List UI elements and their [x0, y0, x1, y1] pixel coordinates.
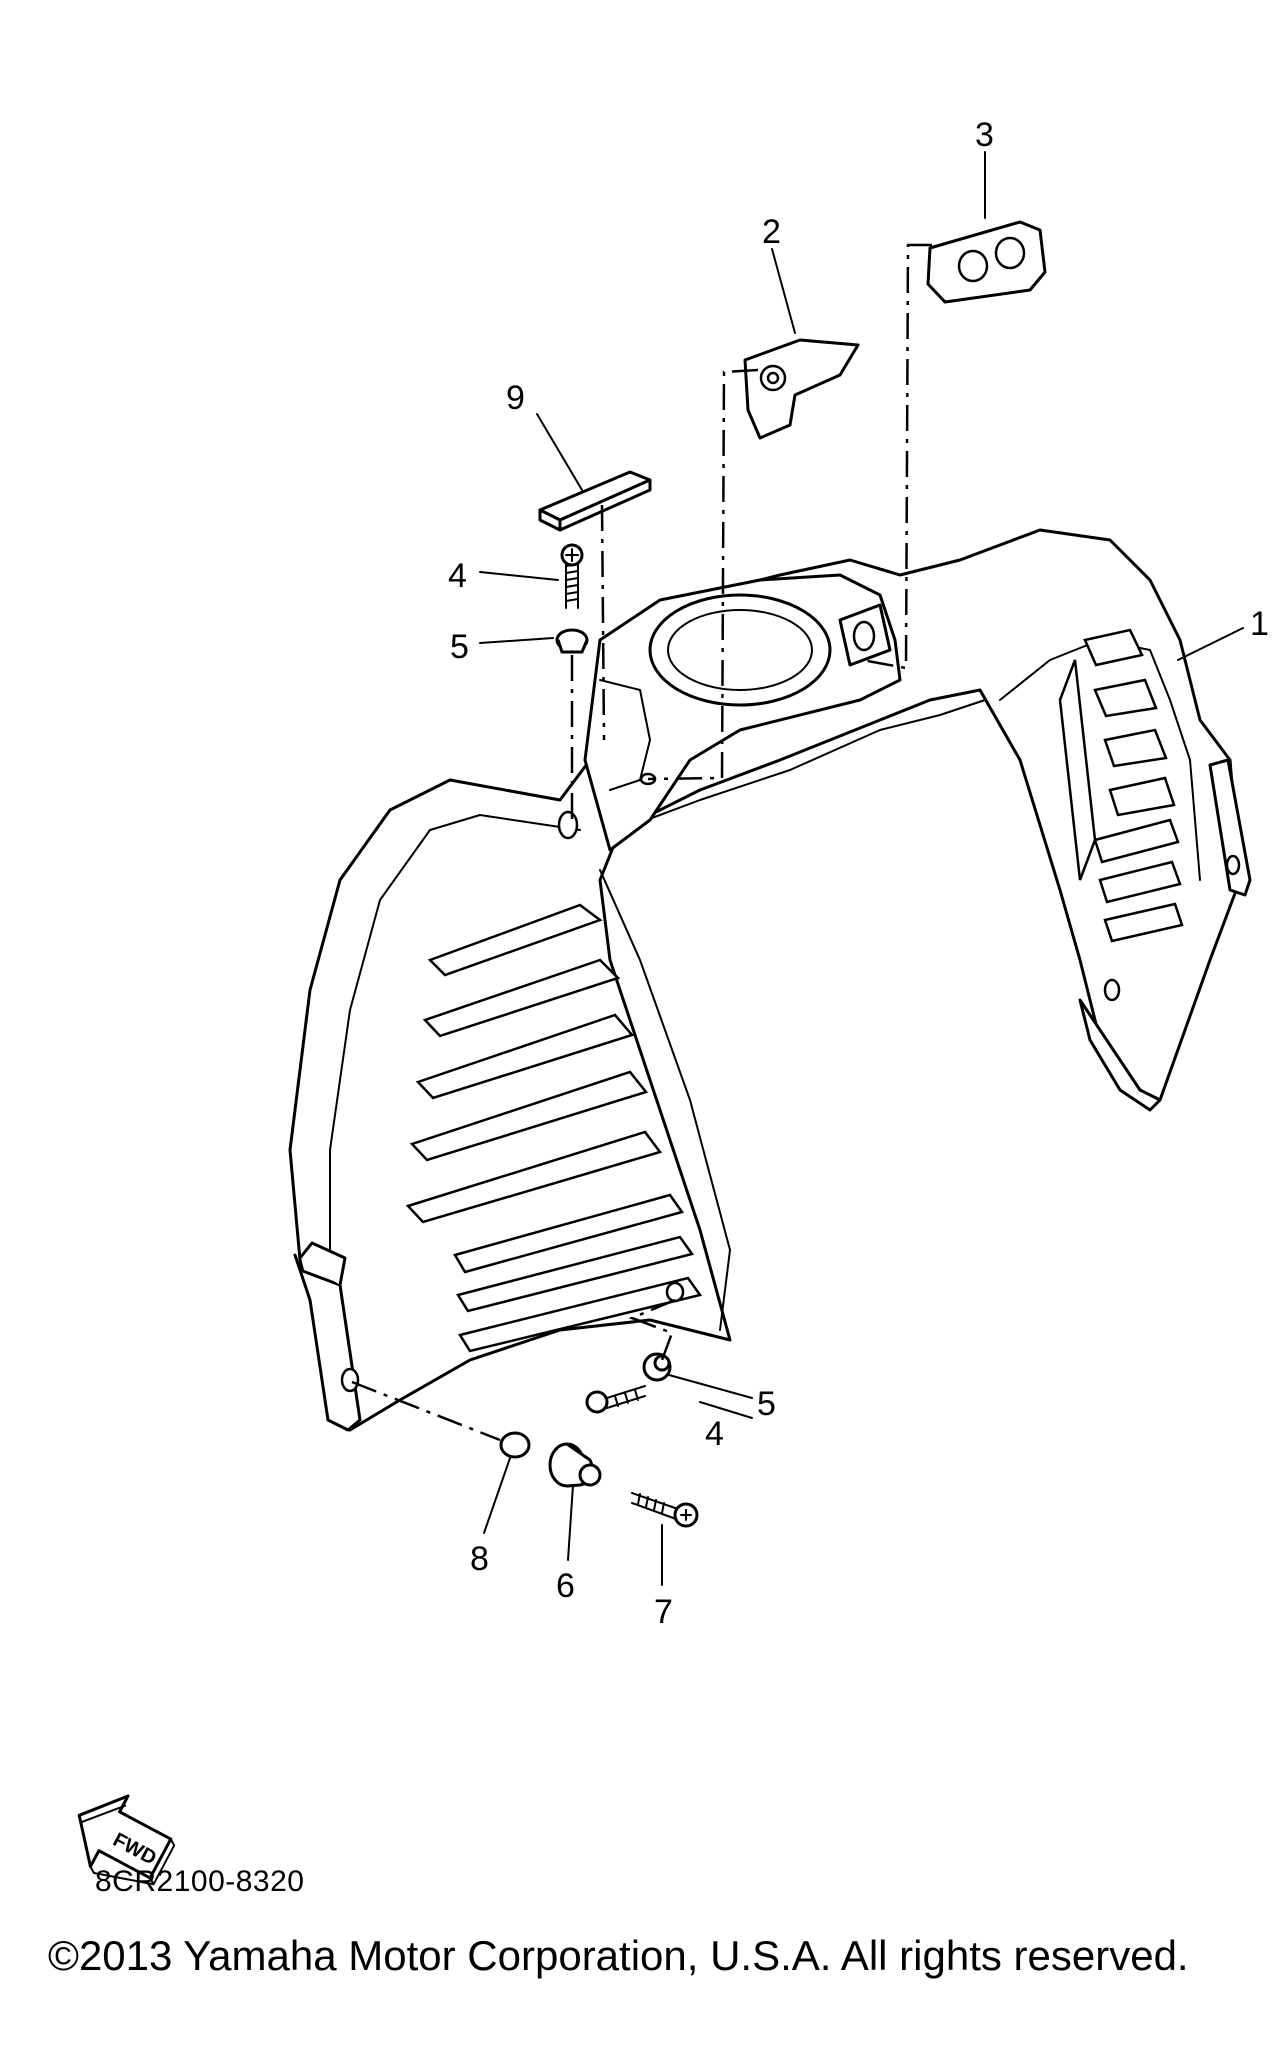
callout-4-top: 4	[448, 557, 467, 595]
callout-9: 9	[506, 379, 525, 417]
plate-part-3	[926, 220, 1047, 304]
assembly-line-2	[647, 368, 759, 781]
callout-5-bottom: 5	[757, 1385, 776, 1423]
assembly-line-9	[600, 504, 606, 741]
copyright-notice: ©2013 Yamaha Motor Corporation, U.S.A. A…	[48, 1932, 1189, 1979]
callout-3: 3	[975, 116, 994, 154]
forward-direction-arrow: FWD	[77, 1794, 176, 1886]
screw-part-4-bottom	[585, 1385, 646, 1414]
grommet-part-5-bottom	[642, 1352, 672, 1382]
callout-2: 2	[762, 213, 781, 251]
callout-4-bottom: 4	[705, 1415, 724, 1453]
leader-lines	[479, 151, 1244, 1586]
bracket-part-2	[743, 338, 860, 440]
bolt-part-7	[631, 1492, 699, 1528]
diagram-code: 8CR2100-8320	[95, 1865, 305, 1898]
callout-8: 8	[470, 1540, 489, 1578]
washer-part-8	[499, 1431, 531, 1459]
callout-1: 1	[1250, 605, 1269, 643]
main-cover-part-1	[288, 528, 1252, 1432]
callout-5-top: 5	[450, 628, 469, 666]
callout-6: 6	[556, 1567, 575, 1605]
grommet-part-5-top	[555, 628, 589, 654]
strip-part-9	[538, 470, 652, 532]
assembly-line-3	[861, 243, 932, 670]
collar-part-6	[548, 1442, 602, 1488]
callout-7: 7	[654, 1593, 673, 1631]
assembly-line-5-bottom	[628, 1298, 676, 1361]
screw-part-4-top	[560, 543, 584, 609]
